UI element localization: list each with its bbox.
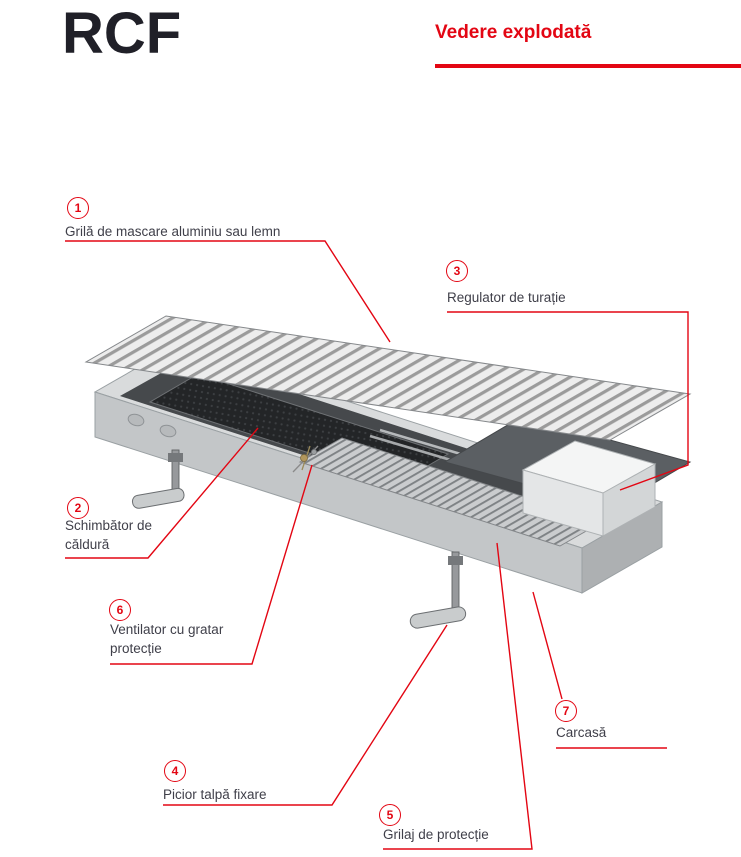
- fixing-foot-right: [409, 551, 467, 629]
- casing-knockout-hole: [127, 413, 145, 427]
- callout-4-badge: 4: [164, 760, 186, 782]
- fixing-feet-illustration: [131, 449, 467, 629]
- callout-4-number: 4: [171, 764, 179, 778]
- leader-line-1: [65, 240, 391, 343]
- product-title: RCF: [62, 1, 182, 66]
- callout-1-label: Grilă de mascare aluminiu sau lemn: [65, 224, 281, 239]
- callout-2-badge: 2: [67, 497, 89, 519]
- masking-grille-band: [84, 315, 692, 441]
- page-title: Vedere explodată: [435, 22, 592, 43]
- leader-line-6: [110, 464, 313, 665]
- callout-2-label: Schimbător de căldură: [65, 518, 153, 553]
- callout-3-number: 3: [453, 264, 461, 278]
- callout-7-number: 7: [562, 704, 570, 718]
- leader-line-2: [65, 427, 259, 559]
- callout-6-label: Ventilator cu gratar protecție: [110, 622, 224, 657]
- callout-4-label: Picior talpă fixare: [163, 787, 267, 802]
- leader-line-5: [383, 542, 533, 850]
- masking-grille-illustration: [84, 315, 692, 441]
- callout-2-number: 2: [74, 501, 82, 515]
- valve-fitting-illustration: [292, 445, 319, 473]
- callout-5-badge: 5: [379, 804, 401, 826]
- title-rule: [435, 64, 741, 68]
- callout-7-badge: 7: [555, 700, 577, 722]
- callout-5-label: Grilaj de protecție: [383, 827, 489, 842]
- callout-5-number: 5: [386, 808, 394, 822]
- callout-1-number: 1: [74, 201, 82, 215]
- leader-lines: [65, 240, 689, 850]
- callout-6-badge: 6: [109, 599, 131, 621]
- callout-1-badge: 1: [67, 197, 89, 219]
- fixing-foot-left: [131, 449, 185, 509]
- casing-knockout-hole: [159, 424, 177, 438]
- callout-6-number: 6: [116, 603, 124, 617]
- leader-line-4: [163, 624, 448, 806]
- leader-line-7: [532, 591, 563, 700]
- callout-3-label: Regulator de turație: [447, 290, 566, 305]
- leader-line-3: [447, 311, 689, 491]
- callout-3-badge: 3: [446, 260, 468, 282]
- callout-7-label: Carcasă: [556, 725, 607, 740]
